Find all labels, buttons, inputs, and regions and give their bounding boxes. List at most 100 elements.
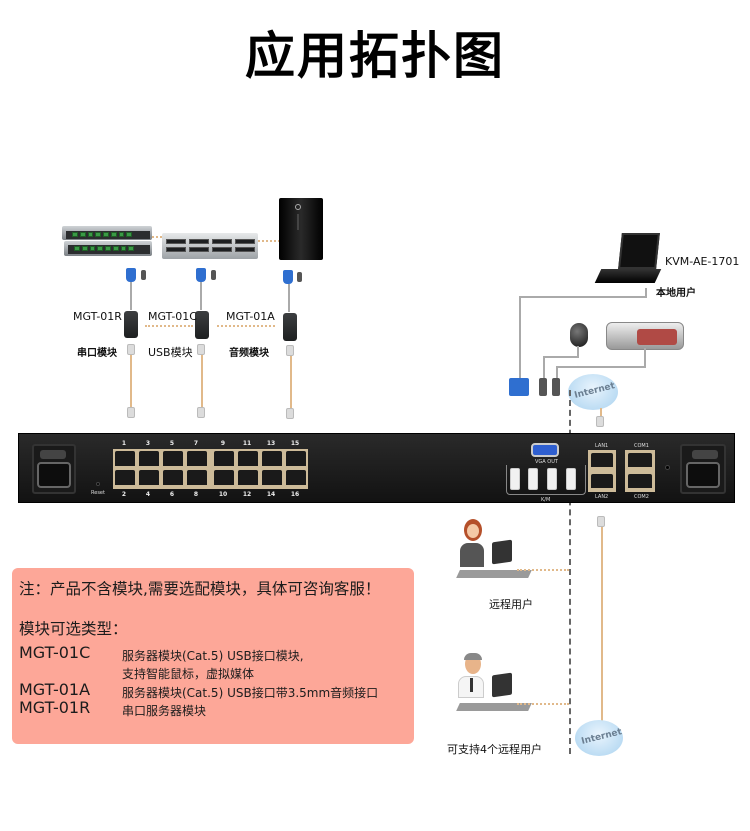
port-number: 11 xyxy=(242,440,252,447)
kvm-console-icon xyxy=(594,233,662,289)
vga-connector-icon xyxy=(283,270,293,284)
reset-label: Reset xyxy=(91,490,105,496)
usb-plug-icon xyxy=(539,378,547,396)
note-disclaimer: 注：产品不含模块,需要选配模块，具体可咨询客服！ xyxy=(19,580,381,598)
module-code-label: MGT-01C xyxy=(148,310,197,323)
module-option-code: MGT-01C xyxy=(19,643,91,662)
module-code-label: MGT-01A xyxy=(226,310,275,323)
kvm-port[interactable] xyxy=(115,451,135,466)
vga-connector-icon xyxy=(126,268,136,282)
cloud-label: Internet xyxy=(573,381,617,401)
module-type-label: 串口模块 xyxy=(77,348,117,359)
note-box: 注：产品不含模块,需要选配模块，具体可咨询客服！ 模块可选类型： MGT-01C… xyxy=(12,568,414,744)
kvm-port[interactable] xyxy=(115,470,135,485)
lan1-label: LAN1 xyxy=(595,443,609,449)
usb-plug-icon xyxy=(141,270,146,280)
dotted-link xyxy=(258,240,280,242)
audio-jack[interactable] xyxy=(665,465,670,470)
tower-pc xyxy=(279,198,323,260)
dotted-link xyxy=(152,236,166,238)
port-number: 4 xyxy=(145,491,151,498)
kvm-port[interactable] xyxy=(262,470,282,485)
module-option-desc: 串口服务器模块 xyxy=(122,704,207,718)
lan2-port[interactable] xyxy=(591,474,613,488)
lan1-port[interactable] xyxy=(591,453,613,467)
usb-port[interactable] xyxy=(528,468,538,490)
port-number: 13 xyxy=(266,440,276,447)
console-model-label: KVM-AE-1701 xyxy=(665,255,740,268)
kvm-port[interactable] xyxy=(214,470,234,485)
rj45-icon xyxy=(286,408,294,419)
internet-cloud-icon: Internet xyxy=(575,720,623,756)
module-option-desc: 服务器模块(Cat.5) USB接口带3.5mm音频接口 xyxy=(122,686,379,700)
port-number: 1 xyxy=(121,440,127,447)
kvm-port[interactable] xyxy=(187,470,207,485)
port-number: 6 xyxy=(169,491,175,498)
port-number: 8 xyxy=(193,491,199,498)
rj45-icon xyxy=(127,344,135,355)
vga-out-label: VGA OUT xyxy=(535,459,558,465)
module-dongle-mgt01c xyxy=(195,311,209,339)
usb-plug-icon xyxy=(297,272,302,282)
module-dongle-mgt01a xyxy=(283,313,297,341)
internet-cloud-icon: Internet xyxy=(568,374,618,410)
power-socket-icon xyxy=(37,462,71,488)
rj45-icon xyxy=(286,345,294,356)
power-switch[interactable] xyxy=(692,450,718,459)
usb-port[interactable] xyxy=(547,468,557,490)
serial-ports-row1 xyxy=(72,232,132,238)
com2-port[interactable] xyxy=(628,474,652,488)
usb-plug-icon xyxy=(552,378,560,396)
kvm-port[interactable] xyxy=(214,451,234,466)
rj45-icon xyxy=(127,407,135,418)
module-option-code: MGT-01A xyxy=(19,680,91,699)
kvm-port[interactable] xyxy=(139,470,159,485)
vga-out-port[interactable] xyxy=(531,443,559,457)
kvm-port[interactable] xyxy=(238,470,258,485)
rj45-icon xyxy=(197,344,205,355)
local-user-label: 本地用户 xyxy=(656,288,696,299)
rj45-icon xyxy=(596,416,604,427)
kvm-port[interactable] xyxy=(163,451,183,466)
kvm-port[interactable] xyxy=(187,451,207,466)
kvm-port[interactable] xyxy=(262,451,282,466)
remote-users-capacity-label: 可支持4个远程用户 xyxy=(447,743,542,756)
remote-user-1-illustration xyxy=(450,515,532,585)
com1-port[interactable] xyxy=(628,453,652,467)
rj45-icon xyxy=(597,516,605,527)
port-number: 10 xyxy=(218,491,228,498)
module-option-desc: 服务器模块(Cat.5) USB接口模块, xyxy=(122,649,304,663)
media-device-icon xyxy=(606,322,684,350)
vga-plug-icon xyxy=(509,378,529,396)
kvm-port[interactable] xyxy=(286,451,306,466)
port-number: 12 xyxy=(242,491,252,498)
power-switch[interactable] xyxy=(40,450,66,459)
port-number: 7 xyxy=(193,440,199,447)
serial-ports-row2 xyxy=(74,246,134,252)
module-code-label: MGT-01R xyxy=(73,310,122,323)
rj45-icon xyxy=(197,407,205,418)
mouse-icon xyxy=(570,323,588,347)
kvm-port[interactable] xyxy=(286,470,306,485)
module-dongle-mgt01r xyxy=(124,311,138,338)
usb-port[interactable] xyxy=(566,468,576,490)
reset-button[interactable] xyxy=(96,482,100,486)
kvm-port[interactable] xyxy=(238,451,258,466)
network-line xyxy=(569,390,571,754)
usb-port[interactable] xyxy=(510,468,520,490)
port-number: 15 xyxy=(290,440,300,447)
port-number: 9 xyxy=(220,440,226,447)
module-option-desc: 支持智能鼠标，虚拟媒体 xyxy=(122,667,255,681)
km-label: K/M xyxy=(541,497,551,503)
module-type-label: USB模块 xyxy=(148,346,193,359)
com2-label: COM2 xyxy=(634,494,649,500)
cloud-label: Internet xyxy=(580,727,624,747)
kvm-port[interactable] xyxy=(139,451,159,466)
page-title: 应用拓扑图 xyxy=(245,27,505,85)
port-number: 14 xyxy=(266,491,276,498)
kvm-port[interactable] xyxy=(163,470,183,485)
usb-group xyxy=(506,465,586,495)
module-option-code: MGT-01R xyxy=(19,698,91,717)
rj45-ports xyxy=(115,451,306,487)
